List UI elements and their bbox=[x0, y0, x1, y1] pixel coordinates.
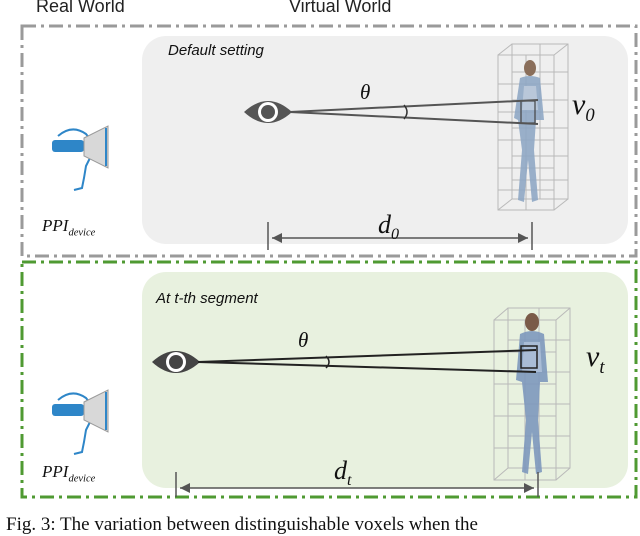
real-world-header: Real World bbox=[36, 0, 125, 16]
top-frame bbox=[20, 24, 638, 258]
bottom-panel-title: At t-th segment bbox=[156, 290, 258, 307]
bottom-device-label: PPIdevice bbox=[42, 462, 96, 485]
figure-caption: Fig. 3: The variation between distinguis… bbox=[6, 514, 478, 535]
bottom-panel bbox=[142, 272, 628, 488]
top-device-label: PPIdevice bbox=[42, 216, 96, 239]
bottom-voxel-label: vt bbox=[586, 340, 605, 378]
bottom-frame bbox=[20, 260, 638, 499]
top-distance-label: d0 bbox=[378, 210, 400, 244]
bottom-angle-label: θ bbox=[298, 328, 309, 352]
top-angle-label: θ bbox=[360, 80, 371, 104]
top-panel-title: Default setting bbox=[168, 42, 264, 59]
vr-headset-head-icon bbox=[52, 125, 109, 191]
bottom-target-voxel bbox=[520, 345, 538, 369]
virtual-world-header: Virtual World bbox=[289, 0, 392, 16]
top-voxel-label: v0 bbox=[572, 88, 595, 126]
top-panel bbox=[142, 36, 628, 244]
eye-icon bbox=[244, 101, 292, 123]
eye-icon bbox=[152, 351, 200, 373]
bottom-distance-label: dt bbox=[334, 456, 352, 490]
vr-headset-head-icon bbox=[52, 389, 109, 455]
